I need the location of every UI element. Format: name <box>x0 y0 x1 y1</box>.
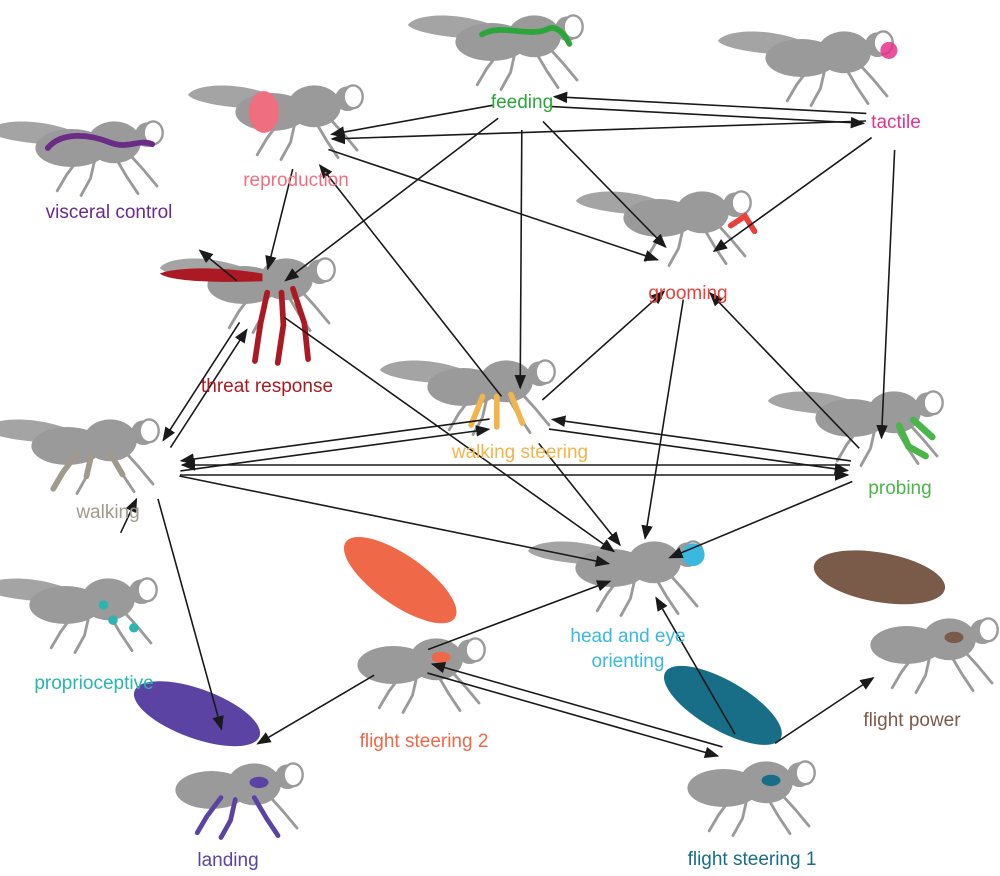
edge-reproduction-to-threat-response <box>265 168 294 271</box>
fly-tactile <box>717 30 898 107</box>
fly-flight-steering-2 <box>343 536 486 714</box>
edge-tactile-to-feeding <box>552 91 867 115</box>
edge-walking-steering-to-probing <box>548 428 850 475</box>
fly-illustrations <box>0 14 999 840</box>
edge-flight-steering-1-to-flight-power <box>774 676 875 745</box>
edge-threat-response-to-visceral-control <box>198 249 238 282</box>
edge-feeding-to-walking-steering <box>514 129 527 390</box>
edge-walking-steering-to-head-and-eye-orienting <box>538 442 621 547</box>
edge-probing-to-walking-steering <box>550 415 852 462</box>
edge-flight-steering-1-to-flight-steering-2 <box>430 662 723 748</box>
label-head-and-eye-orienting-line1: head and eye <box>570 626 685 647</box>
edge-feeding-to-threat-response <box>284 117 499 282</box>
label-flight-steering-1: flight steering 1 <box>688 849 817 870</box>
edge-feeding-to-grooming <box>542 120 667 249</box>
label-reproduction: reproduction <box>243 170 349 191</box>
fly-walking <box>0 418 160 495</box>
label-flight-steering-2: flight steering 2 <box>360 731 489 752</box>
fly-probing <box>767 390 944 467</box>
edge-probing-to-head-and-eye-orienting <box>668 480 853 559</box>
edge-flight-steering-1-to-head-and-eye-orienting <box>655 596 736 735</box>
label-grooming: grooming <box>648 283 727 304</box>
edge-walking-to-threat-response <box>169 328 248 448</box>
label-walking: walking <box>75 502 139 523</box>
edge-tactile-to-reproduction <box>330 120 867 145</box>
edge-probing-to-grooming <box>709 292 860 449</box>
label-walking-steering: walking steering <box>451 442 588 463</box>
edge-walking-steering-to-walking <box>179 418 490 465</box>
fly-flight-power <box>813 550 999 694</box>
edge-feeding-to-tactile <box>551 105 866 129</box>
edge-flight-steering-2-to-flight-steering-1 <box>427 672 720 758</box>
fly-flight-steering-1 <box>664 665 816 837</box>
fly-proprioceptive <box>0 577 158 654</box>
edge-grooming-to-head-and-eye-orienting <box>641 299 685 540</box>
fly-threat-response <box>159 257 336 366</box>
edge-walking-steering-to-reproduction <box>318 164 503 397</box>
label-head-and-eye-orienting-line2: orienting <box>592 651 665 672</box>
label-probing: probing <box>868 478 931 499</box>
label-flight-power: flight power <box>863 710 961 731</box>
fly-landing <box>133 681 304 840</box>
fly-reproduction <box>187 84 364 161</box>
edge-flight-steering-2-to-landing <box>256 674 375 745</box>
edge-flight-steering-2-to-head-and-eye-orienting <box>427 580 612 651</box>
label-threat-response: threat response <box>201 376 333 397</box>
label-tactile: tactile <box>871 112 921 133</box>
edge-reproduction-to-grooming <box>328 148 660 262</box>
label-proprioceptive: proprioceptive <box>34 673 153 694</box>
edge-proprioceptive-to-walking <box>119 497 138 534</box>
edge-feeding-to-reproduction <box>330 104 493 138</box>
edge-threat-response-to-head-and-eye-orienting <box>283 316 616 553</box>
fly-grooming <box>575 190 758 267</box>
edge-threat-response-to-walking <box>162 322 241 442</box>
label-visceral-control: visceral control <box>46 202 173 223</box>
node-labels: feeding tactile reproduction visceral co… <box>34 92 961 871</box>
fly-walking-steering <box>379 359 556 436</box>
arrow-connections <box>119 91 896 758</box>
edge-walking-to-walking-steering <box>180 425 491 472</box>
edge-tactile-to-probing <box>876 149 896 440</box>
fly-head-and-eye-orienting <box>527 540 705 617</box>
edge-walking-to-head-and-eye-orienting <box>179 475 611 567</box>
edge-walking-steering-to-grooming <box>541 290 666 401</box>
fly-visceral-control <box>0 120 164 197</box>
edge-walking-to-landing <box>157 498 224 731</box>
edge-tactile-to-grooming <box>712 136 873 253</box>
label-landing: landing <box>197 850 258 871</box>
fly-feeding <box>407 14 584 91</box>
label-feeding: feeding <box>491 92 553 113</box>
